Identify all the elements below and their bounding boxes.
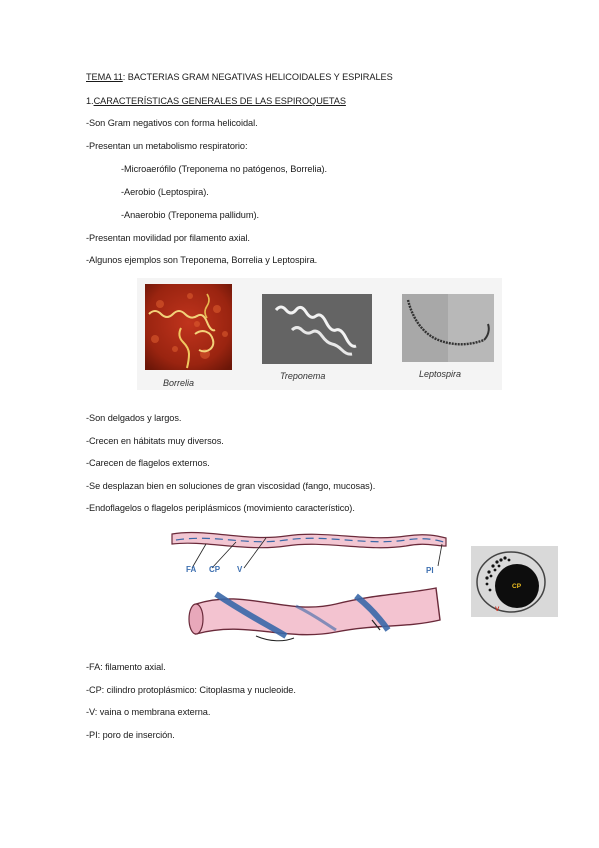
list-item: -PI: poro de inserción. (86, 730, 175, 740)
sub-list-item: -Aerobio (Leptospira). (121, 187, 209, 197)
document-title: TEMA 11: BACTERIAS GRAM NEGATIVAS HELICO… (86, 72, 393, 83)
list-item: -Son delgados y largos. (86, 413, 182, 423)
cross-section-label-cp: CP (512, 583, 522, 590)
list-item: -Son Gram negativos con forma helicoidal… (86, 118, 258, 128)
section-heading-text: CARACTERÍSTICAS GENERALES DE LAS ESPIROQ… (93, 96, 346, 106)
sub-list-item: -Anaerobio (Treponema pallidum). (121, 210, 259, 220)
title-prefix: TEMA 11 (86, 72, 123, 82)
list-item: -Algunos ejemplos son Treponema, Borreli… (86, 255, 318, 265)
list-item: -V: vaina o membrana externa. (86, 707, 211, 717)
label-v: V (237, 565, 243, 574)
caption-leptospira: Leptospira (419, 369, 462, 379)
borrelia-image (145, 284, 232, 370)
title-rest: : BACTERIAS GRAM NEGATIVAS HELICOIDALES … (122, 72, 393, 82)
section-number: 1. (86, 96, 94, 106)
spirochete-micrographs-figure: Borrelia Treponema Leptospira (137, 278, 502, 390)
list-item: -Se desplazan bien en soluciones de gran… (86, 481, 376, 491)
list-item: -FA: filamento axial. (86, 662, 166, 672)
leptospira-image (402, 294, 494, 362)
treponema-image (262, 294, 372, 364)
section-heading: 1.CARACTERÍSTICAS GENERALES DE LAS ESPIR… (86, 96, 346, 107)
caption-borrelia: Borrelia (163, 378, 195, 388)
label-fa: FA (186, 565, 197, 574)
caption-treponema: Treponema (280, 371, 326, 381)
label-pi: PI (426, 566, 434, 575)
cross-section-image (471, 546, 558, 617)
cross-section-label-v: V (495, 606, 500, 613)
cross-section-figure: CP V (471, 546, 558, 617)
list-item: -Presentan un metabolismo respiratorio: (86, 141, 248, 151)
endoflagella-illustration (171, 531, 447, 642)
label-cp: CP (209, 565, 221, 574)
sub-list-item: -Microaerófilo (Treponema no patógenos, … (121, 164, 328, 174)
list-item: -Endoflagelos o flagelos periplásmicos (… (86, 503, 355, 513)
list-item: -Carecen de flagelos externos. (86, 458, 210, 468)
endoflagella-diagram: FA CP V PI (166, 524, 456, 648)
list-item: -Presentan movilidad por filamento axial… (86, 233, 250, 243)
list-item: -Crecen en hábitats muy diversos. (86, 436, 224, 446)
list-item: -CP: cilindro protoplásmico: Citoplasma … (86, 685, 296, 695)
